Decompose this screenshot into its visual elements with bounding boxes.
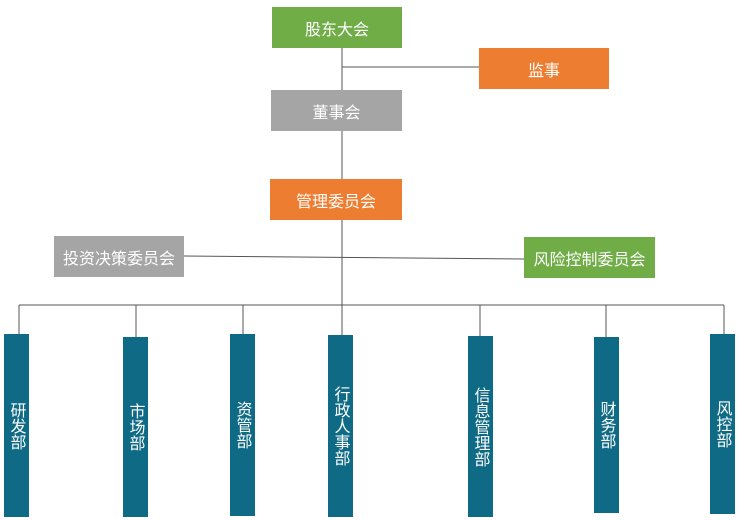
shareholders-meeting-box: 股东大会 — [272, 7, 402, 48]
investment-committee-box: 投资决策委员会 — [54, 236, 184, 277]
line-committees — [183, 255, 525, 260]
dept-finance-label: 财务部 — [597, 401, 617, 449]
risk-committee-box: 风险控制委员会 — [524, 237, 655, 278]
dept-admin-hr-box: 行政人事部 — [328, 335, 353, 517]
dept-asset-mgmt-label: 资管部 — [233, 401, 253, 449]
dept-asset-mgmt-box: 资管部 — [230, 334, 255, 516]
dept-admin-hr-label: 行政人事部 — [331, 386, 351, 466]
dept-risk-control-label: 风控部 — [713, 400, 733, 448]
dept-rnd-label: 研发部 — [7, 401, 27, 450]
risk-committee-label: 风险控制委员会 — [533, 249, 646, 269]
dept-info-mgmt-label: 信息管理部 — [471, 386, 491, 467]
dept-marketing-label: 市场部 — [126, 403, 146, 451]
investment-committee-label: 投资决策委员会 — [62, 248, 175, 268]
board-of-directors-box: 董事会 — [271, 90, 402, 131]
shareholders-meeting-label: 股东大会 — [304, 19, 369, 39]
dept-rnd-box: 研发部 — [4, 334, 29, 517]
dept-marketing-box: 市场部 — [123, 337, 148, 517]
management-committee-label: 管理委员会 — [295, 191, 376, 211]
board-of-directors-label: 董事会 — [312, 102, 361, 122]
dept-risk-control-box: 风控部 — [710, 334, 735, 514]
supervisor-box: 监事 — [479, 48, 609, 89]
dept-finance-box: 财务部 — [594, 337, 619, 513]
dept-info-mgmt-box: 信息管理部 — [468, 336, 493, 517]
management-committee-box: 管理委员会 — [270, 179, 402, 220]
supervisor-label: 监事 — [527, 60, 560, 80]
